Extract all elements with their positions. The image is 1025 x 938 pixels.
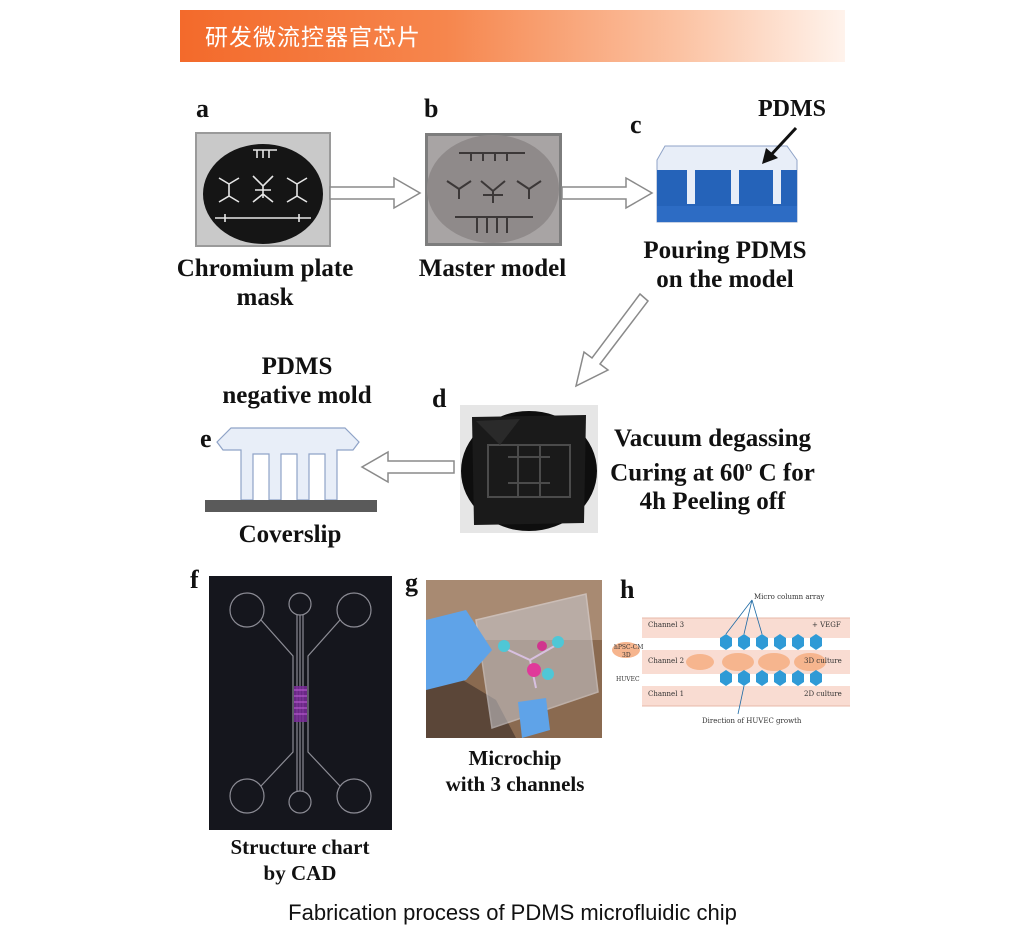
pdms-degassing-image [460,405,598,533]
panel-letter-b: b [424,94,439,123]
left-3d-label: 3D [622,652,631,659]
caption-a: Chromium plate mask [170,254,360,312]
banner-title: 研发微流控器官芯片 [205,25,421,51]
channel1-label: Channel 1 [648,690,685,698]
culture3d-label: 3D culture [804,657,842,665]
channel2-label: Channel 2 [648,657,685,665]
arrow-a-to-b [329,176,422,210]
culture2d-label: 2D culture [804,690,842,698]
caption-d-line1: Vacuum degassing [613,425,812,452]
caption-c-line2: on the model [656,266,794,293]
chromium-plate-mask-image [195,132,331,247]
panel-letter-g: g [405,568,418,597]
hpsc-cm-label: hPSC-CM [614,644,644,651]
caption-e: Coverslip [238,521,342,548]
direction-label: Direction of HUVEC growth [702,717,802,725]
panel-letter-c: c [630,110,642,139]
caption-g: Microchip with 3 channels [420,745,610,797]
caption-d-line2: Curing at 60o C for [605,453,820,487]
caption-a-line1: Chromium plate [176,255,354,282]
caption-f-line2: by CAD [263,861,337,885]
pdms-negative-mold-title: PDMS negative mold [212,352,382,410]
master-model-image [425,133,562,246]
caption-g-line2: with 3 channels [445,772,585,796]
panel-letter-h: h [620,575,635,604]
pdms-pointer-arrow [762,126,798,164]
title-banner [180,10,845,62]
negative-mold-line2: negative mold [222,382,372,409]
caption-c: Pouring PDMS on the model [625,236,825,294]
panel-letter-f: f [190,565,199,594]
caption-b: Master model [418,255,567,282]
vegf-label: + VEGF [812,621,841,629]
caption-c-line1: Pouring PDMS [643,237,807,264]
cad-structure-chart [209,576,392,830]
caption-a-line2: mask [236,284,294,311]
arrow-b-to-c [561,176,654,210]
pdms-label: PDMS [758,96,826,122]
caption-d-line2-prefix: Curing at 60 [610,459,745,487]
micro-column-label: Micro column array [754,593,825,601]
panel-letter-e: e [200,424,212,453]
pdms-pouring-diagram [656,145,798,223]
caption-g-line1: Microchip [468,746,562,770]
channel3-label: Channel 3 [648,621,685,629]
caption-d-line3: 4h Peeling off [639,488,786,516]
caption-f: Structure chart by CAD [200,834,400,886]
huvec-label: HUVEC [616,676,640,683]
figure-caption: Fabrication process of PDMS microfluidic… [288,900,737,925]
panel-letter-d: d [432,384,447,413]
channel-schematic [612,599,850,715]
caption-f-line1: Structure chart [230,835,370,859]
microchip-photo [426,580,602,738]
panel-letter-a: a [196,94,209,123]
caption-d: Vacuum degassing Curing at 60o C for 4h … [605,424,820,516]
negative-mold-line1: PDMS [261,353,333,380]
arrow-c-to-d [574,292,650,388]
caption-d-line2-suffix: C for [752,459,815,487]
negative-mold-diagram [205,427,377,512]
degree-superscript: o [744,459,753,475]
arrow-d-to-e [360,450,455,484]
